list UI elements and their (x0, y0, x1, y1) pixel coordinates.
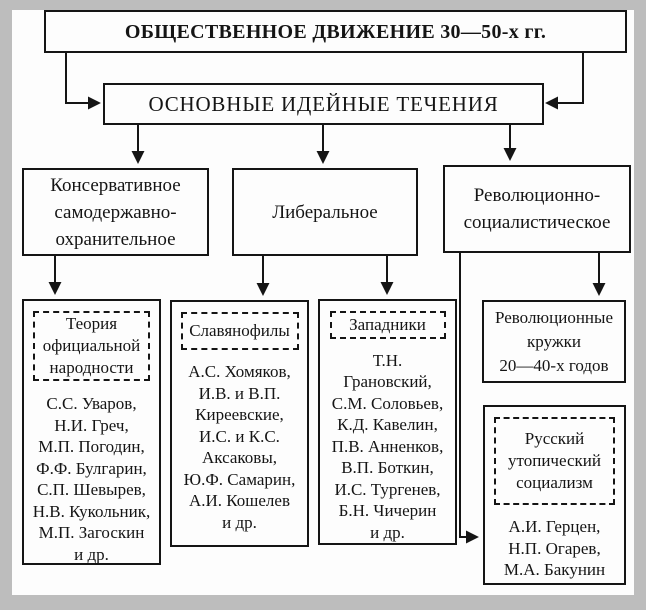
group-slavophiles-header: Славянофилы (180, 312, 299, 350)
main-currents-box: ОСНОВНЫЕ ИДЕЙНЫЕ ТЕЧЕНИЯ (103, 83, 544, 125)
branch-revolutionary-box: Революционно-социалистическое (443, 165, 631, 253)
group-official-nationality-members: С.С. Уваров,Н.И. Греч,М.П. Погодин,Ф.Ф. … (32, 394, 151, 564)
main-currents-title: ОСНОВНЫЕ ИДЕЙНЫЕ ТЕЧЕНИЯ (148, 92, 499, 116)
group-utopian-socialism-members: А.И. Герцен,Н.П. Огарев,М.А. Бакунин (503, 517, 606, 579)
group-westernizers-box: Западники Т.Н.Грановский,С.М. Соловьев,К… (318, 299, 457, 545)
group-slavophiles-members: А.С. Хомяков,И.В. и В.П.Киреевские,И.С. … (183, 362, 296, 532)
group-slavophiles-header-text: Славянофилы (189, 321, 290, 340)
top-title: ОБЩЕСТВЕННОЕ ДВИЖЕНИЕ 30—50-х гг. (124, 20, 547, 43)
group-westernizers-members: Т.Н.Грановский,С.М. Соловьев,К.Д. Кавели… (331, 350, 444, 542)
group-slavophiles-box: Славянофилы А.С. Хомяков,И.В. и В.П.Кире… (170, 300, 309, 547)
group-westernizers-header: Западники (329, 311, 446, 339)
branch-revolutionary-label: Революционно-социалистическое (463, 185, 611, 233)
branch-liberal-box: Либеральное (232, 168, 418, 256)
branch-liberal-label: Либеральное (272, 201, 378, 223)
top-title-box: ОБЩЕСТВЕННОЕ ДВИЖЕНИЕ 30—50-х гг. (44, 10, 627, 53)
group-westernizers-header-text: Западники (349, 314, 426, 334)
